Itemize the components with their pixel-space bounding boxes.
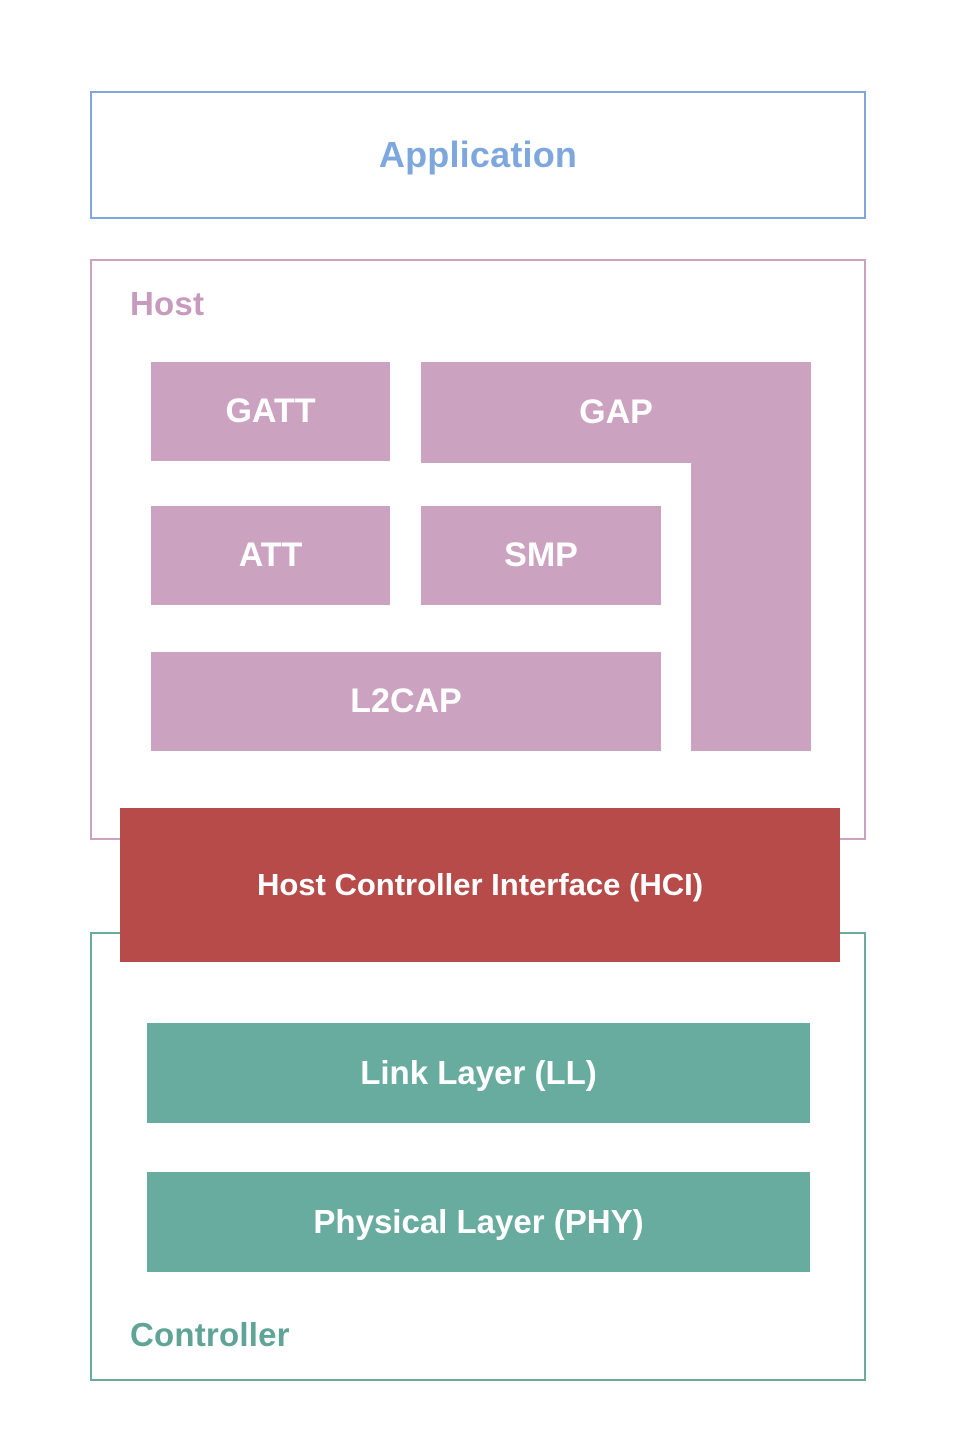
gap-arm-side [691, 457, 811, 751]
host-controller-interface-bar: Host Controller Interface (HCI) [120, 808, 840, 962]
host-block-gatt: GATT [151, 362, 390, 461]
application-group-box [90, 91, 866, 219]
host-block-gap: GAP [421, 362, 811, 751]
gap-arm-top [421, 362, 811, 463]
host-block-att: ATT [151, 506, 390, 605]
application-group-label: Application [378, 134, 578, 175]
controller-block-link-layer: Link Layer (LL) [147, 1023, 810, 1123]
controller-block-physical-layer: Physical Layer (PHY) [147, 1172, 810, 1272]
host-block-l2cap: L2CAP [151, 652, 661, 751]
host-block-smp: SMP [421, 506, 661, 605]
host-group-label: Host [130, 285, 205, 322]
controller-group-box [90, 932, 866, 1381]
host-block-gap-label: GAP [579, 392, 653, 431]
controller-group-label: Controller [130, 1316, 290, 1353]
